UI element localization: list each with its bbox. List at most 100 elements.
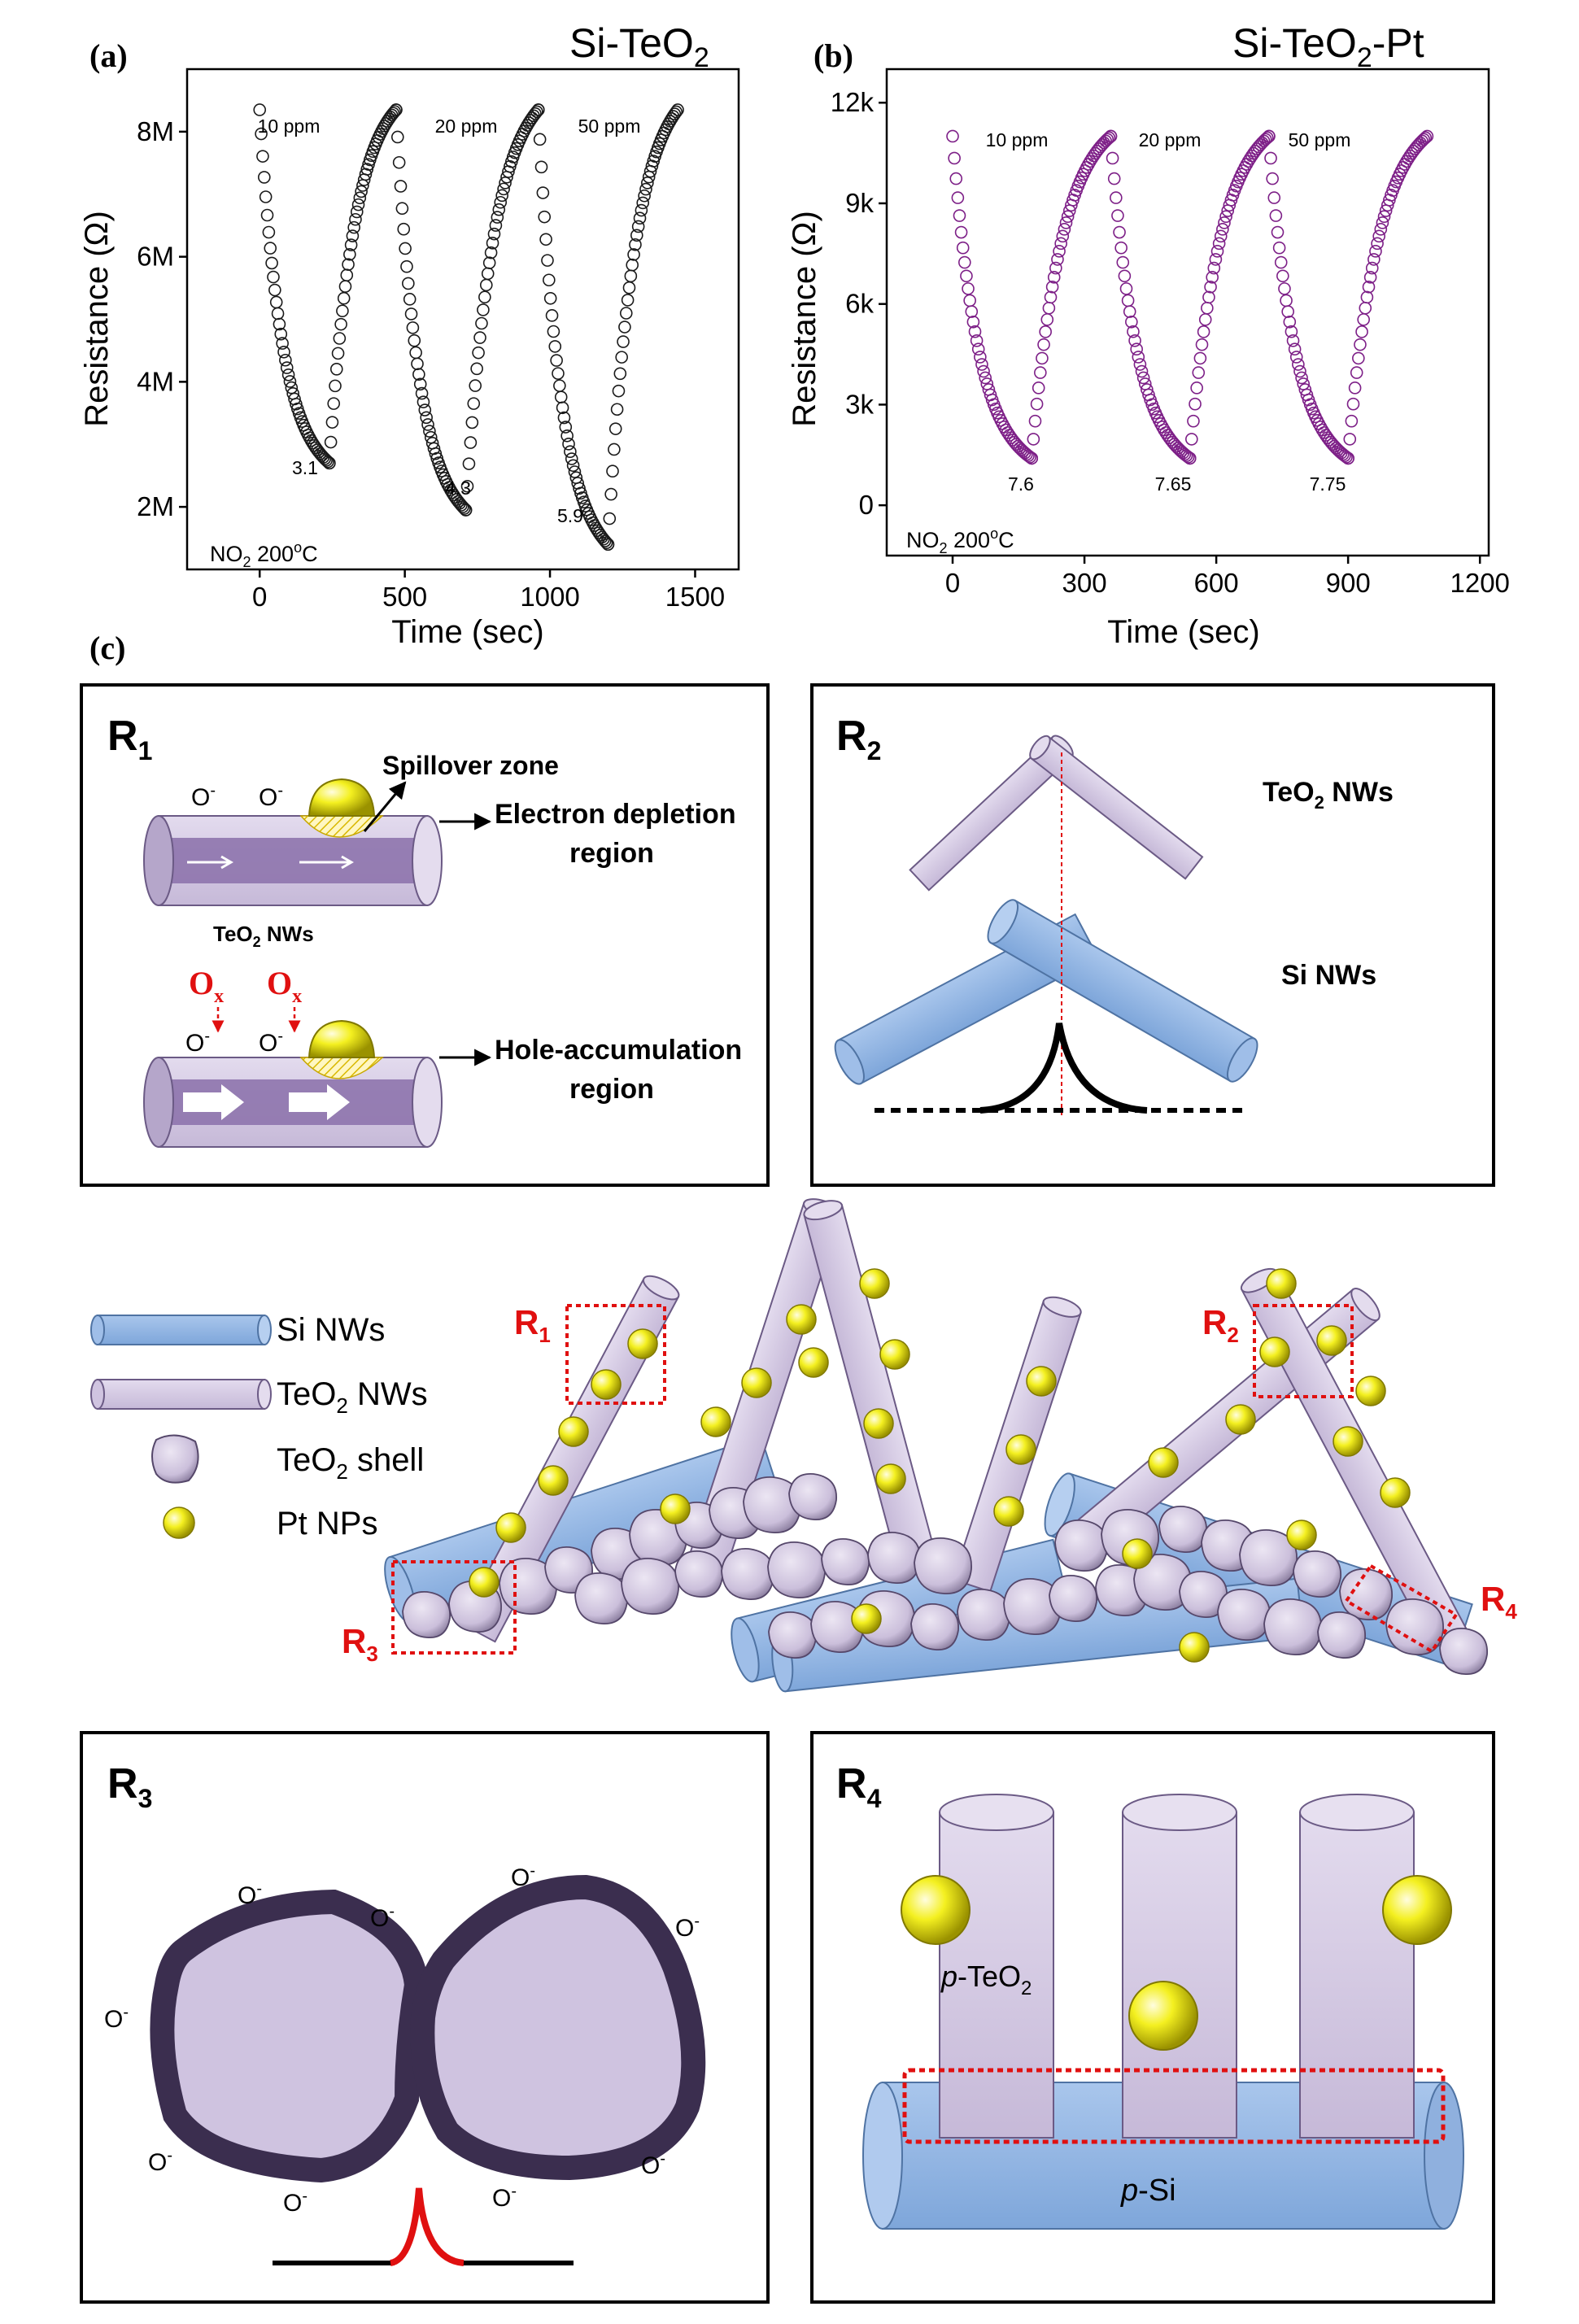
- pt-nanoparticle: [875, 1463, 906, 1494]
- plot-b-point: [1116, 255, 1130, 269]
- plot-a-point: [531, 103, 545, 116]
- teo2-shell: [1385, 1598, 1444, 1655]
- panel-b-title: Si-TeO2-Pt: [1232, 20, 1424, 73]
- plot-a-point: [418, 403, 432, 416]
- plot-b-point: [1340, 451, 1353, 464]
- plot-b-xtick-label: 300: [1062, 568, 1107, 598]
- plot-a-point: [464, 436, 478, 449]
- r3-box: R3 O- O- O- O- O- O- O- O- O-: [80, 1731, 770, 2304]
- plot-a-point: [530, 105, 543, 119]
- plot-b-response-3: 7.75: [1310, 473, 1346, 495]
- pt-nanoparticle: [538, 1465, 569, 1496]
- plot-b-point: [1210, 245, 1224, 258]
- teo2-shell: [914, 1537, 972, 1594]
- plot-a-point: [268, 283, 281, 297]
- plot-a-point: [487, 227, 501, 241]
- legend-pt-swatch: [163, 1506, 195, 1539]
- r4-pteo2-label: p-TeO2: [940, 1960, 1032, 1999]
- teo2-shell: [1293, 1550, 1341, 1598]
- plot-b-point: [1212, 237, 1226, 251]
- plot-b-point: [1130, 342, 1143, 356]
- plot-a-point: [318, 452, 332, 465]
- plot-b-point: [1051, 253, 1064, 266]
- plot-a-point: [402, 277, 415, 290]
- region-label-r1: R1: [514, 1303, 551, 1347]
- pt-nanoparticle: [786, 1304, 817, 1335]
- teo2-shell: [621, 1558, 679, 1615]
- r1-electron-label-2: region: [569, 838, 654, 869]
- plot-b-point: [1362, 280, 1376, 294]
- plot-a-point: [267, 270, 280, 284]
- plot-b-marks: [946, 129, 1434, 465]
- pt-nanoparticle: [879, 1339, 910, 1370]
- plot-b-point: [1195, 338, 1209, 351]
- plot-b-ppm-50: 50 ppm: [1289, 129, 1351, 150]
- pt-nanoparticle: [1286, 1520, 1317, 1550]
- plot-a-point: [484, 246, 498, 259]
- plot-a-point: [331, 347, 345, 360]
- plot-a-response-3: 5.9: [557, 505, 583, 526]
- r4-label: R4: [836, 1760, 882, 1813]
- plot-b-point: [1355, 325, 1368, 338]
- plot-b-point: [1266, 172, 1279, 185]
- pt-nanoparticle: [1225, 1404, 1256, 1435]
- plot-b-point: [1359, 301, 1372, 315]
- plot-b-point: [962, 282, 975, 295]
- plot-a-point: [397, 222, 411, 236]
- svg-text:O-: O-: [283, 2187, 308, 2217]
- r4-psi-label: p-Si: [1120, 2174, 1176, 2208]
- plot-b-point: [1365, 261, 1379, 275]
- plot-a-ppm-20: 20 ppm: [435, 116, 498, 137]
- plot-a-point: [276, 337, 289, 350]
- plot-b-point: [1037, 338, 1050, 351]
- legend-shell-swatch: [151, 1434, 199, 1484]
- plot-b-point: [1101, 133, 1114, 146]
- plot-a-point: [260, 208, 274, 222]
- plot-b-point: [1118, 269, 1132, 283]
- teo2-shells: [402, 1473, 1488, 1675]
- plot-a-point: [668, 107, 682, 120]
- r1-oion-4: O-: [259, 1027, 283, 1057]
- plot-a-point: [421, 418, 434, 431]
- plot-a-point: [641, 177, 654, 190]
- plot-a-point: [395, 202, 409, 216]
- svg-text:O-: O-: [675, 1912, 700, 1942]
- plot-b-point: [958, 255, 971, 269]
- plot-a-point: [543, 291, 557, 305]
- plot-b-point: [1110, 191, 1123, 204]
- teo2-shell: [1054, 1520, 1108, 1572]
- r3-grain-right: [410, 1874, 706, 2181]
- teo2-shell: [1217, 1589, 1271, 1641]
- plot-a-point: [262, 225, 276, 239]
- plot-a-point: [394, 180, 408, 193]
- legend-pt-label: Pt NPs: [277, 1506, 377, 1541]
- plot-b-point: [1183, 451, 1197, 465]
- nanowire-network: R1 R2 R3 R4: [342, 1198, 1517, 1693]
- plot-a-point: [497, 182, 510, 196]
- plot-b-point: [1276, 269, 1289, 283]
- plot-b-point: [1288, 342, 1302, 356]
- plot-a-point: [604, 487, 617, 501]
- region-label-r4: R4: [1481, 1580, 1517, 1624]
- pt-nanoparticle: [798, 1347, 829, 1378]
- pt-nanoparticle: [1333, 1426, 1363, 1457]
- plot-b-point: [1219, 210, 1232, 224]
- plot-a-point: [344, 238, 358, 251]
- plot-b-xtick-label: 600: [1194, 568, 1239, 598]
- plot-b-point: [949, 172, 963, 185]
- plot-a-point: [671, 103, 684, 116]
- teo2-shell: [1158, 1506, 1207, 1553]
- r1-nanowire-top: [143, 778, 443, 906]
- plot-b-point: [1047, 271, 1061, 284]
- plot-a-point: [415, 386, 429, 400]
- plot-b-point: [971, 342, 985, 356]
- plot-a-ytick-label: 2M: [137, 491, 174, 521]
- plot-b-point: [1292, 358, 1305, 371]
- plot-a-point: [472, 346, 485, 360]
- plot-a-point: [553, 379, 566, 392]
- plot-b-point: [1278, 282, 1291, 295]
- plot-a-point: [329, 363, 343, 376]
- plot-a-point: [481, 267, 495, 281]
